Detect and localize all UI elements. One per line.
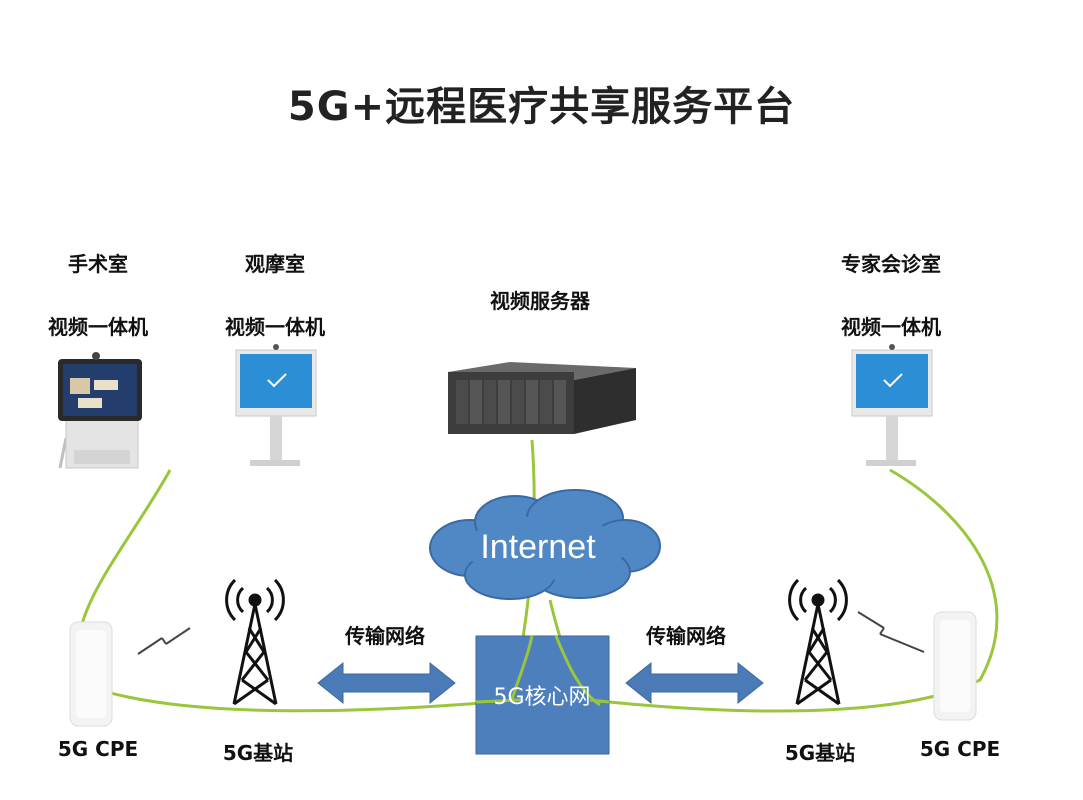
video-server-label: 视频服务器 — [490, 289, 590, 313]
video-server-icon — [448, 362, 636, 434]
cpe-left-label: 5G CPE — [57, 737, 139, 761]
expert-device-label: 视频一体机 — [841, 315, 941, 339]
wireless-signal-left-icon — [137, 627, 191, 655]
page-title: 5G+远程医疗共享服务平台 — [287, 84, 796, 130]
cpe-right-icon — [933, 611, 977, 721]
base-station-left-icon — [225, 578, 285, 706]
or-device-label: 视频一体机 — [48, 315, 148, 339]
link-left-arrow — [317, 661, 456, 705]
link-right-label: 传输网络 — [646, 624, 726, 648]
or-terminal-icon — [58, 352, 142, 469]
core-network-label: 5G核心网 — [493, 685, 590, 710]
base-station-right-icon — [788, 578, 848, 706]
cpe-right-label: 5G CPE — [919, 737, 1001, 761]
or-room-label: 手术室 — [68, 252, 128, 276]
expert-room-label: 专家会诊室 — [841, 252, 941, 276]
wireless-signal-right-icon — [857, 611, 925, 653]
observe-terminal-icon — [235, 344, 317, 466]
link-or-room-to-core — [77, 469, 521, 713]
internet-cloud-icon — [429, 489, 661, 600]
cpe-left-icon — [69, 621, 113, 727]
link-left-label: 传输网络 — [345, 624, 425, 648]
link-right-arrow — [625, 661, 764, 705]
internet-label: Internet — [480, 528, 596, 566]
base-left-label: 5G基站 — [222, 741, 294, 765]
base-right-label: 5G基站 — [784, 741, 856, 765]
observe-room-label: 观摩室 — [245, 252, 305, 276]
expert-terminal-icon — [851, 344, 933, 466]
observe-device-label: 视频一体机 — [225, 315, 325, 339]
